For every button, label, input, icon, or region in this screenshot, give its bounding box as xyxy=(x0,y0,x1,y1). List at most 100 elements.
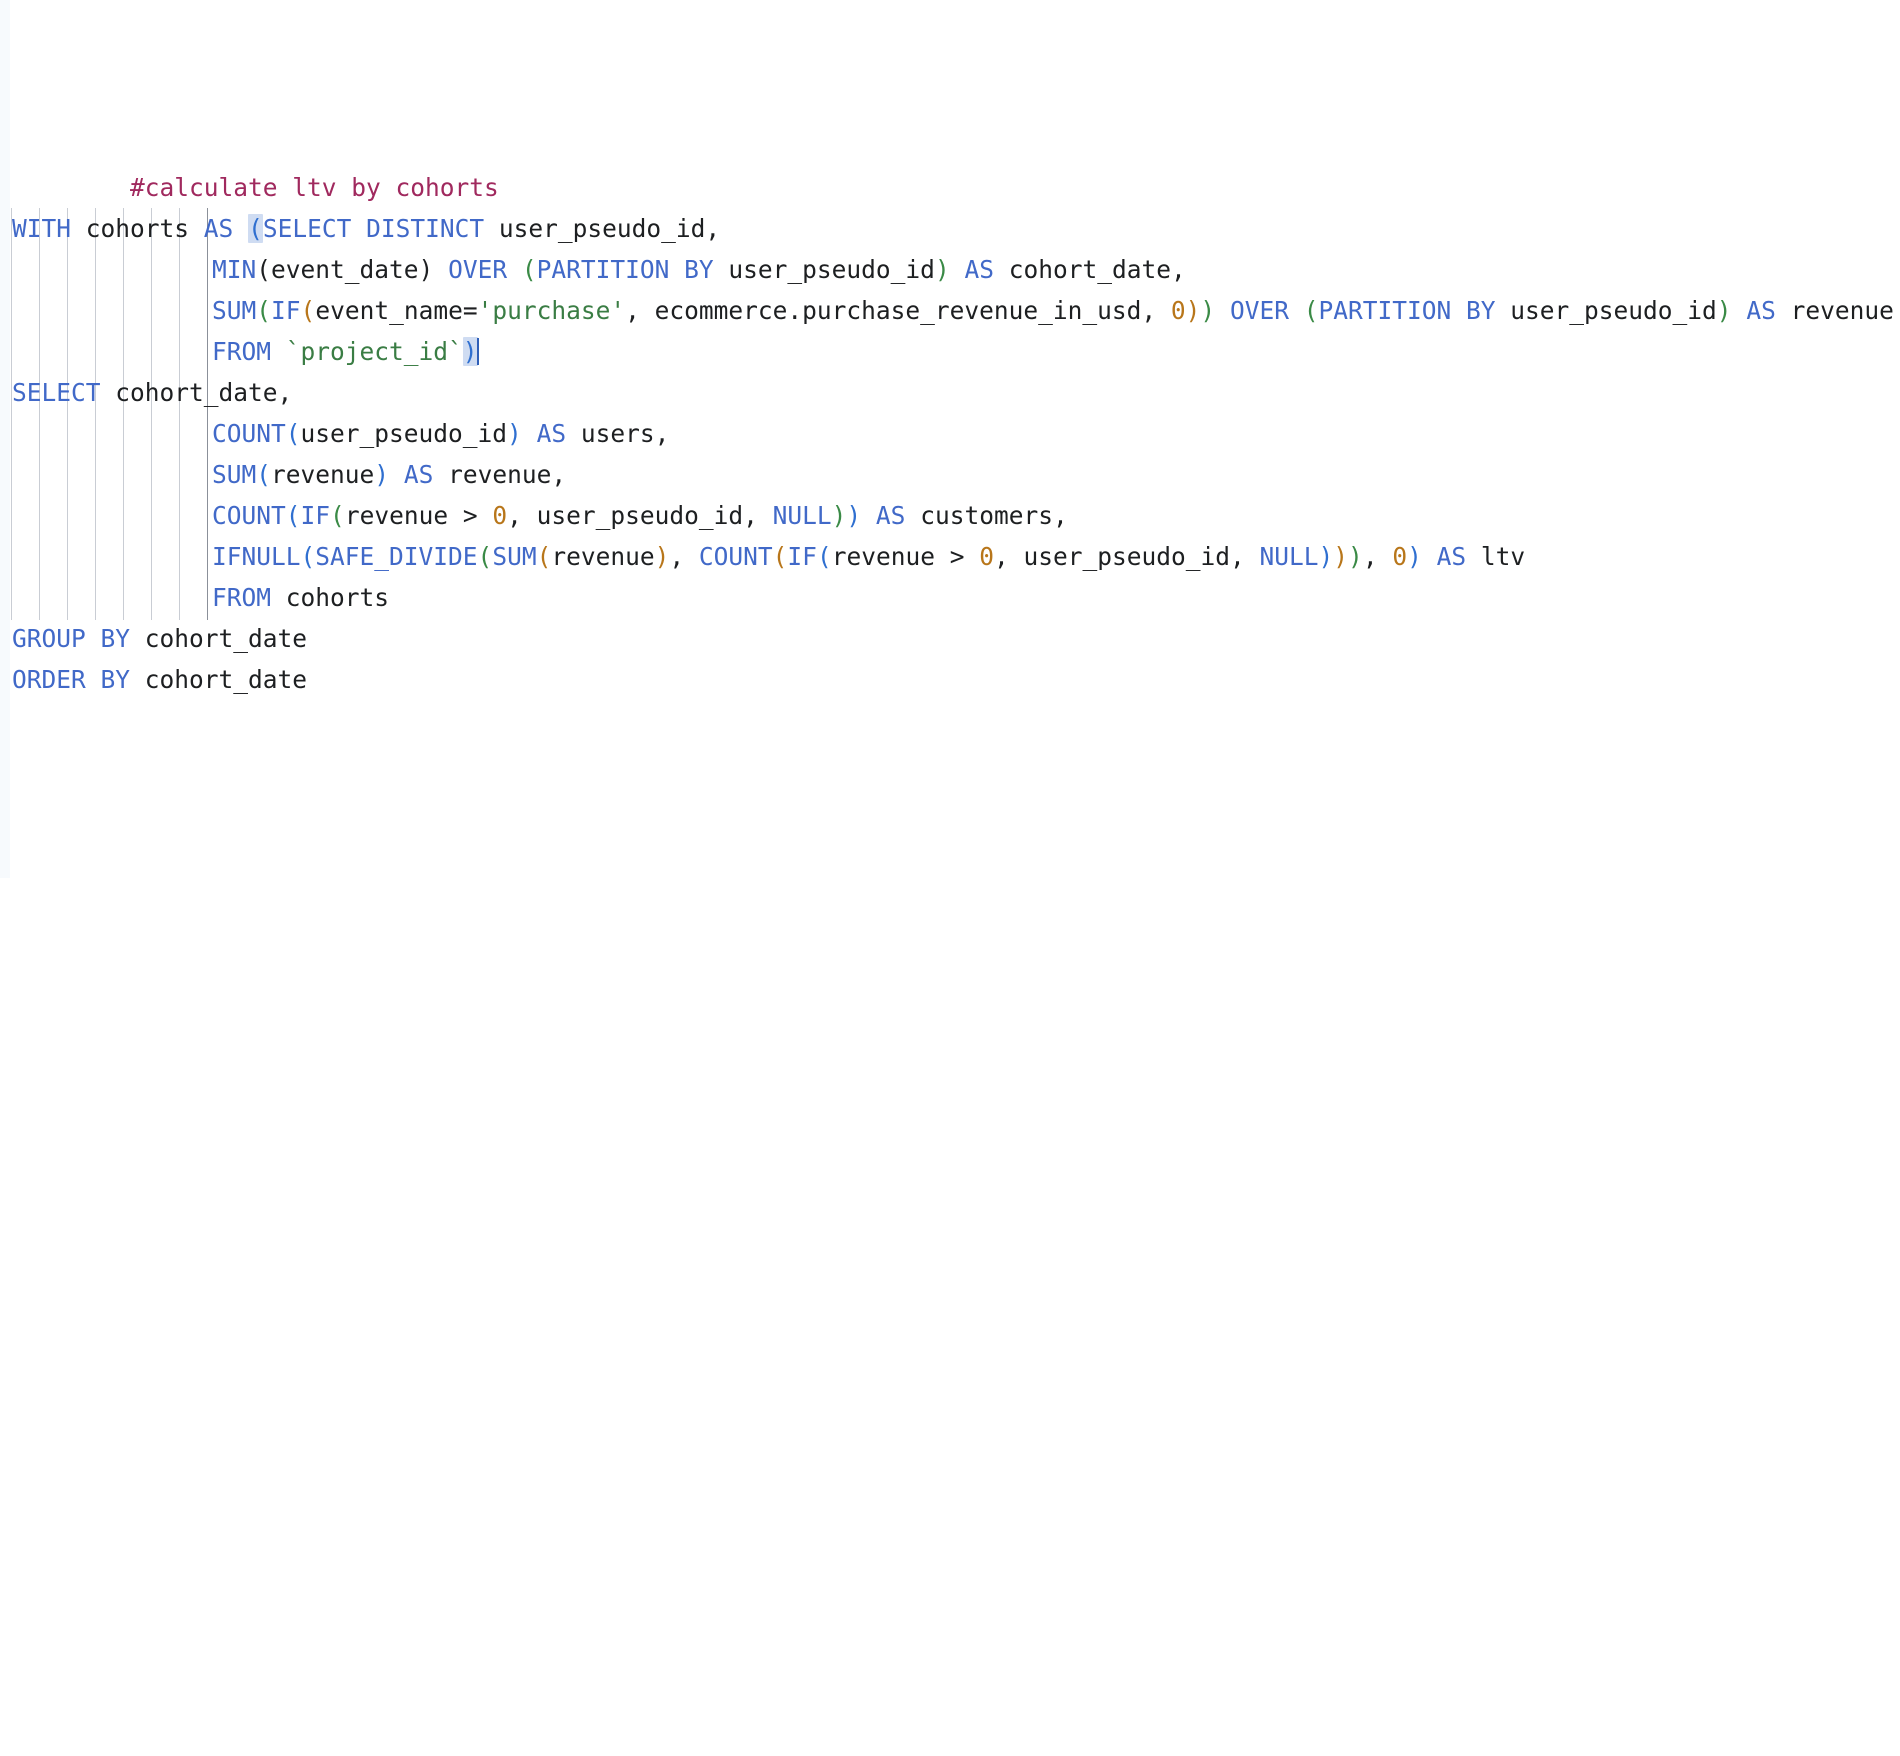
keyword-as: AS xyxy=(964,255,994,284)
function-sum: SUM xyxy=(492,542,537,571)
keyword-select: SELECT xyxy=(262,214,352,243)
code-line-blank[interactable] xyxy=(12,167,27,208)
keyword-null: NULL xyxy=(772,501,832,530)
identifier-user-pseudo-id: user_pseudo_id xyxy=(300,419,508,448)
space xyxy=(1422,542,1437,571)
string-purchase: 'purchase' xyxy=(477,296,626,325)
identifier-cohorts: cohorts xyxy=(71,214,204,243)
function-safe-divide: SAFE_DIVIDE xyxy=(315,542,478,571)
operator-equals: = xyxy=(462,296,478,325)
expression-revenue-gt: revenue > xyxy=(831,542,980,571)
bracket-close: ) xyxy=(1200,296,1216,325)
space xyxy=(522,419,537,448)
keyword-as: AS xyxy=(536,419,567,448)
identifier-ecommerce-revenue: , ecommerce.purchase_revenue_in_usd, xyxy=(625,296,1171,325)
expression-revenue-gt: revenue > xyxy=(344,501,493,530)
bracket-open: ( xyxy=(256,460,272,489)
identifier-user-pseudo-id: user_pseudo_id, xyxy=(484,214,721,243)
function-count: COUNT xyxy=(212,501,286,530)
bracket-open: ( xyxy=(521,255,537,284)
code-line[interactable]: ORDER BY cohort_date xyxy=(12,659,307,700)
keyword-distinct: DISTINCT xyxy=(366,214,485,243)
bracket-close: ) xyxy=(418,255,434,284)
keyword-over: OVER xyxy=(448,255,508,284)
keyword-as: AS xyxy=(203,214,234,243)
identifier-revenue: revenue xyxy=(271,460,375,489)
code-line[interactable]: MIN(event_date) OVER (PARTITION BY user_… xyxy=(212,249,1186,290)
bracket-close: ) xyxy=(831,501,847,530)
bracket-open: ( xyxy=(300,296,316,325)
keyword-group: GROUP xyxy=(12,624,86,653)
bracket-open-matched: ( xyxy=(248,214,263,243)
comma: , xyxy=(1362,542,1393,571)
identifier-event-name: event_name xyxy=(315,296,463,325)
code-line[interactable]: #calculate ltv by cohorts xyxy=(12,126,499,202)
space xyxy=(669,255,684,284)
space xyxy=(950,255,965,284)
bracket-open: ( xyxy=(1303,296,1319,325)
space xyxy=(389,460,404,489)
identifier-user-pseudo-id: user_pseudo_id xyxy=(713,255,935,284)
keyword-order: ORDER xyxy=(12,665,86,694)
code-line[interactable]: FROM `project_id`) xyxy=(212,331,479,372)
bracket-close: ) xyxy=(654,542,670,571)
keyword-by: BY xyxy=(1466,296,1496,325)
left-gutter-strip xyxy=(0,0,10,878)
bracket-close: ) xyxy=(1318,542,1334,571)
code-line[interactable]: IFNULL(SAFE_DIVIDE(SUM(revenue), COUNT(I… xyxy=(212,536,1525,577)
identifier-revenue-alias: revenue, xyxy=(433,460,567,489)
code-block[interactable]: #calculate ltv by cohorts WITH cohorts A… xyxy=(12,0,1894,1756)
identifier-user-pseudo-id: , user_pseudo_id, xyxy=(993,542,1260,571)
bracket-close: ) xyxy=(374,460,390,489)
bracket-open: ( xyxy=(536,542,552,571)
number-zero: 0 xyxy=(1170,296,1186,325)
function-if: IF xyxy=(787,542,817,571)
function-sum: SUM xyxy=(212,296,257,325)
function-if: IF xyxy=(271,296,301,325)
bracket-open: ( xyxy=(816,542,832,571)
identifier-cohort-date: cohort_date xyxy=(130,624,308,653)
space xyxy=(507,255,522,284)
sql-code-editor[interactable]: #calculate ltv by cohorts WITH cohorts A… xyxy=(0,0,1900,878)
keyword-from: FROM xyxy=(212,583,272,612)
code-line[interactable]: FROM cohorts xyxy=(212,577,389,618)
bracket-open: ( xyxy=(256,296,272,325)
identifier-revenue: revenue xyxy=(1775,296,1894,325)
code-line[interactable]: GROUP BY cohort_date xyxy=(12,618,307,659)
space xyxy=(1451,296,1466,325)
function-ifnull: IFNULL xyxy=(212,542,301,571)
identifier-cohorts: cohorts xyxy=(271,583,390,612)
function-if: IF xyxy=(300,501,331,530)
code-line[interactable]: SUM(revenue) AS revenue, xyxy=(212,454,566,495)
code-line[interactable]: WITH cohorts AS (SELECT DISTINCT user_ps… xyxy=(12,208,720,249)
code-line[interactable]: SUM(IF(event_name='purchase', ecommerce.… xyxy=(212,290,1894,331)
number-zero: 0 xyxy=(492,501,508,530)
space xyxy=(86,624,101,653)
bracket-close: ) xyxy=(846,501,862,530)
keyword-as: AS xyxy=(403,460,434,489)
bracket-close-matched: ) xyxy=(462,337,478,366)
bracket-close: ) xyxy=(507,419,522,448)
keyword-with: WITH xyxy=(12,214,72,243)
space xyxy=(861,501,876,530)
number-zero: 0 xyxy=(1392,542,1408,571)
identifier-user-pseudo-id: user_pseudo_id xyxy=(1495,296,1717,325)
bracket-open: ( xyxy=(772,542,788,571)
keyword-over: OVER xyxy=(1229,296,1289,325)
comma: , xyxy=(669,542,699,571)
keyword-partition: PARTITION xyxy=(536,255,670,284)
bracket-close: ) xyxy=(1348,542,1363,571)
code-line[interactable]: COUNT(user_pseudo_id) AS users, xyxy=(212,413,669,454)
keyword-by: BY xyxy=(684,255,714,284)
code-line[interactable]: SELECT cohort_date, xyxy=(12,372,292,413)
space xyxy=(351,214,366,243)
identifier-ltv: ltv xyxy=(1466,542,1526,571)
bracket-close: ) xyxy=(1185,296,1201,325)
code-line[interactable]: COUNT(IF(revenue > 0, user_pseudo_id, NU… xyxy=(212,495,1068,536)
keyword-partition: PARTITION xyxy=(1318,296,1452,325)
text-caret xyxy=(476,338,479,365)
space xyxy=(1732,296,1747,325)
space xyxy=(86,665,101,694)
space xyxy=(433,255,448,284)
code-surface[interactable]: #calculate ltv by cohorts WITH cohorts A… xyxy=(0,0,1900,878)
